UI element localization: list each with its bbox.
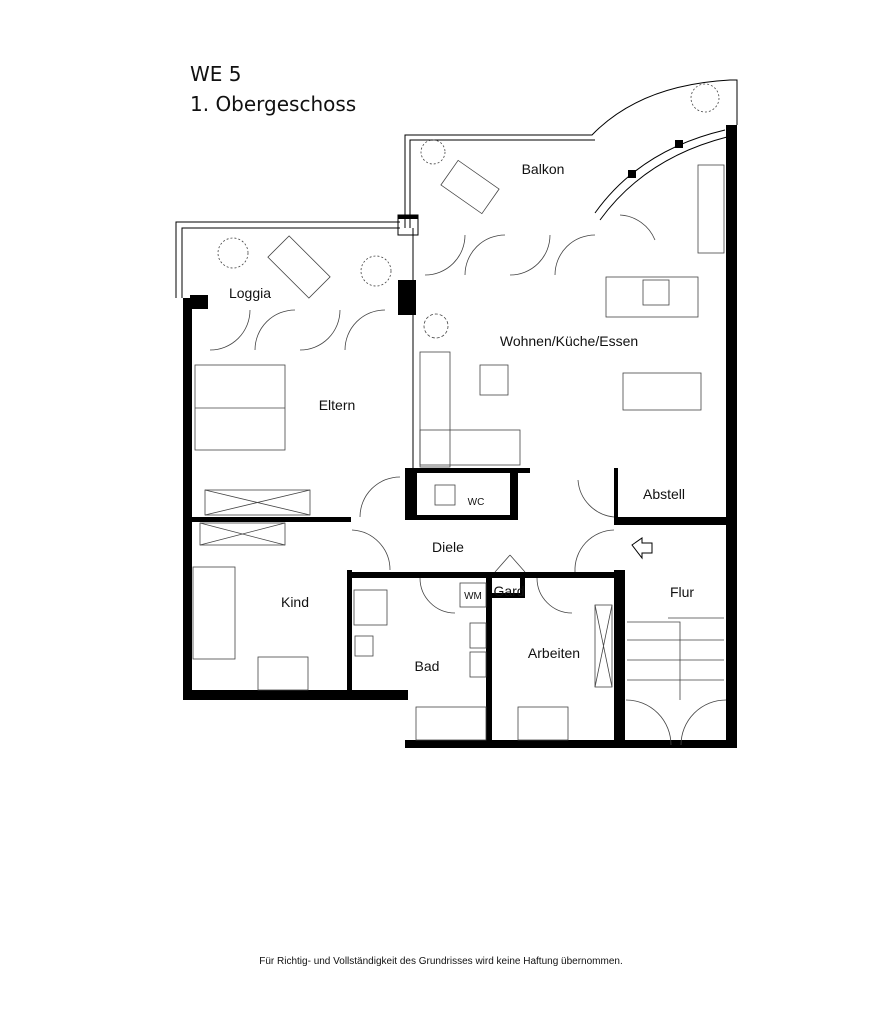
balkon-outline	[397, 79, 738, 241]
room-label-loggia: Loggia	[229, 285, 271, 301]
furniture	[192, 159, 725, 741]
disclaimer: Für Richtig- und Vollständigkeit des Gru…	[259, 956, 623, 967]
room-label-wm: WM	[464, 591, 482, 602]
floor-title: 1. Obergeschoss	[190, 92, 357, 116]
room-label-abstell: Abstell	[643, 486, 685, 502]
room-label-eltern: Eltern	[319, 397, 356, 413]
room-label-wc: WC	[468, 497, 485, 508]
room-label-arbeiten: Arbeiten	[528, 645, 580, 661]
unit-title: WE 5	[190, 62, 242, 86]
room-label-wohnen: Wohnen/Küche/Essen	[500, 333, 638, 349]
room-label-flur: Flur	[670, 584, 694, 600]
room-label-balkon: Balkon	[522, 161, 565, 177]
plant-icons	[217, 83, 720, 339]
room-label-kind: Kind	[281, 594, 309, 610]
doors	[209, 234, 727, 746]
walls	[183, 125, 737, 748]
room-label-diele: Diele	[432, 539, 464, 555]
loggia-outline	[175, 221, 416, 315]
room-label-gard: Gard	[493, 583, 524, 599]
room-label-bad: Bad	[415, 658, 440, 674]
